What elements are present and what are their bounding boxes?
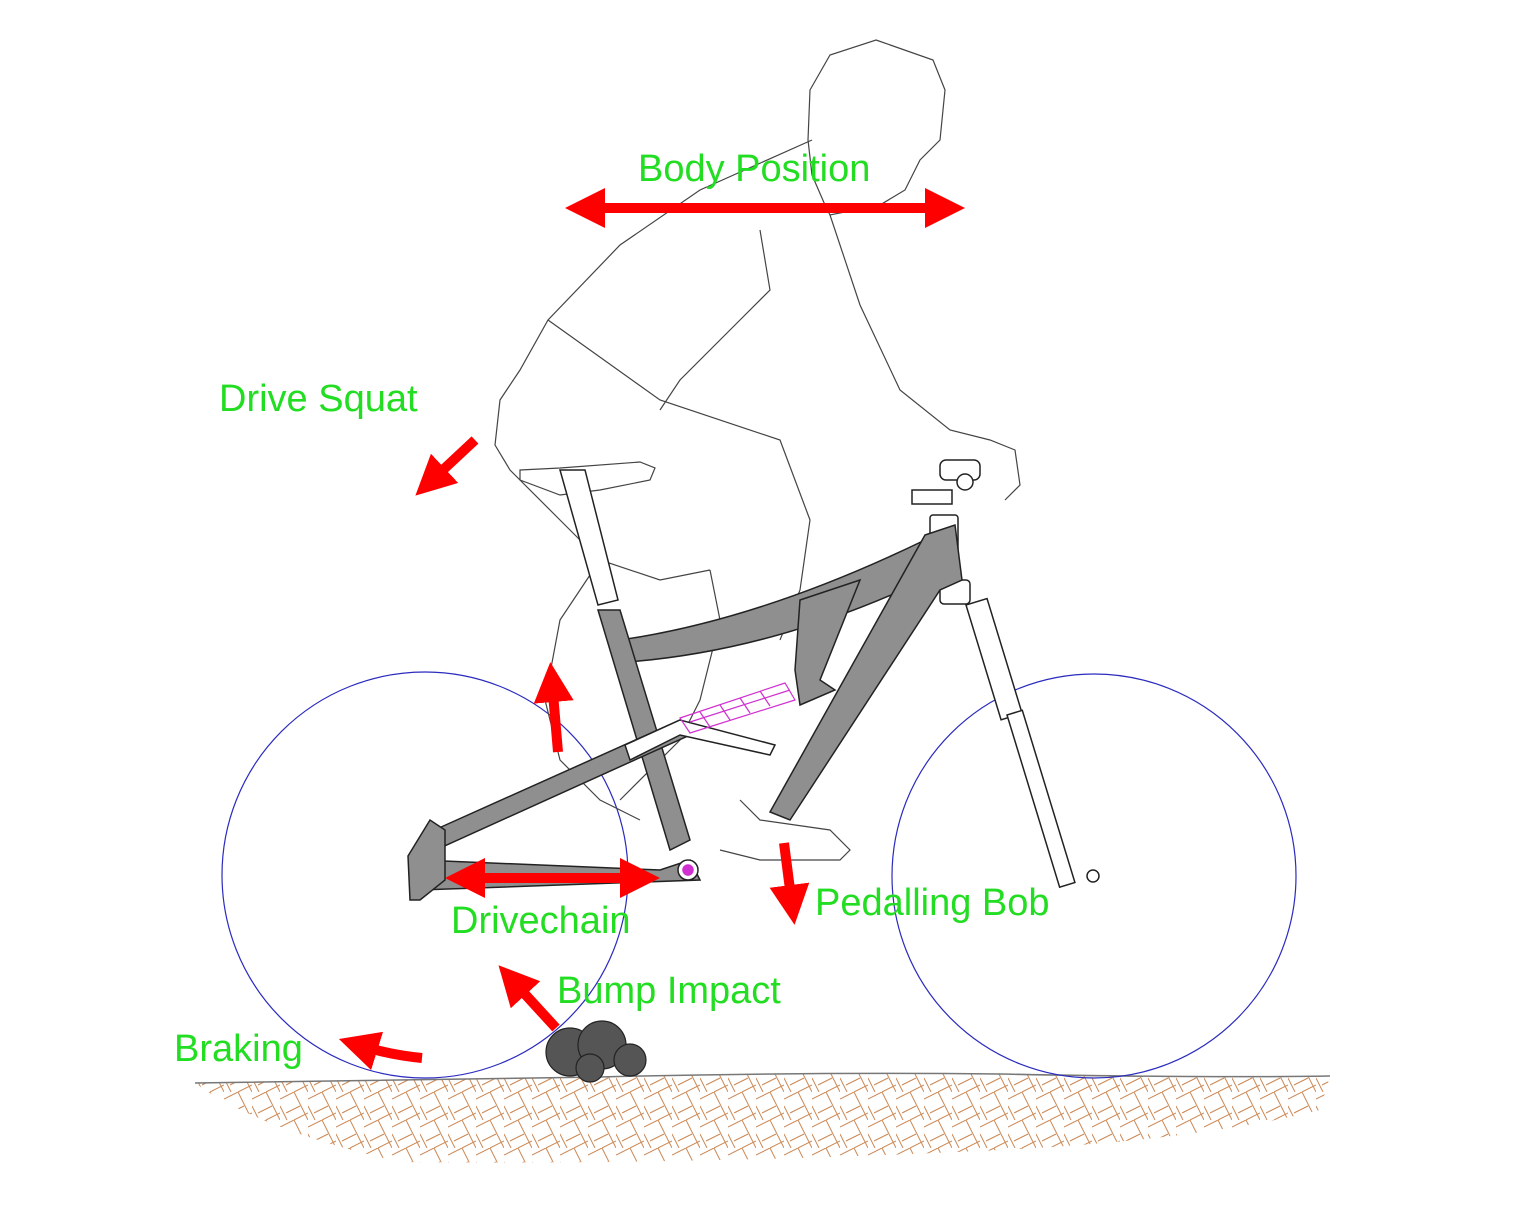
body-position-label: Body Position bbox=[638, 148, 871, 190]
pedalling-bob-label: Pedalling Bob bbox=[815, 882, 1050, 924]
rock bbox=[545, 1020, 647, 1083]
force-arrows bbox=[338, 188, 965, 1071]
upward-rear-arrow bbox=[533, 662, 574, 753]
bump-impact-arrow bbox=[498, 965, 560, 1032]
front-wheel bbox=[891, 673, 1297, 1079]
pedalling-bob-arrow bbox=[769, 842, 810, 925]
drivechain-label: Drivechain bbox=[451, 900, 631, 942]
braking-arrow bbox=[338, 1031, 423, 1071]
drive-squat-label: Drive Squat bbox=[219, 378, 418, 420]
bike-frame bbox=[407, 469, 963, 901]
rear-shock bbox=[679, 682, 796, 734]
braking-label: Braking bbox=[174, 1028, 303, 1070]
front-fork bbox=[911, 459, 1100, 889]
ground bbox=[194, 1072, 1331, 1163]
drive-squat-arrow bbox=[415, 436, 479, 496]
bump-impact-label: Bump Impact bbox=[557, 970, 781, 1012]
